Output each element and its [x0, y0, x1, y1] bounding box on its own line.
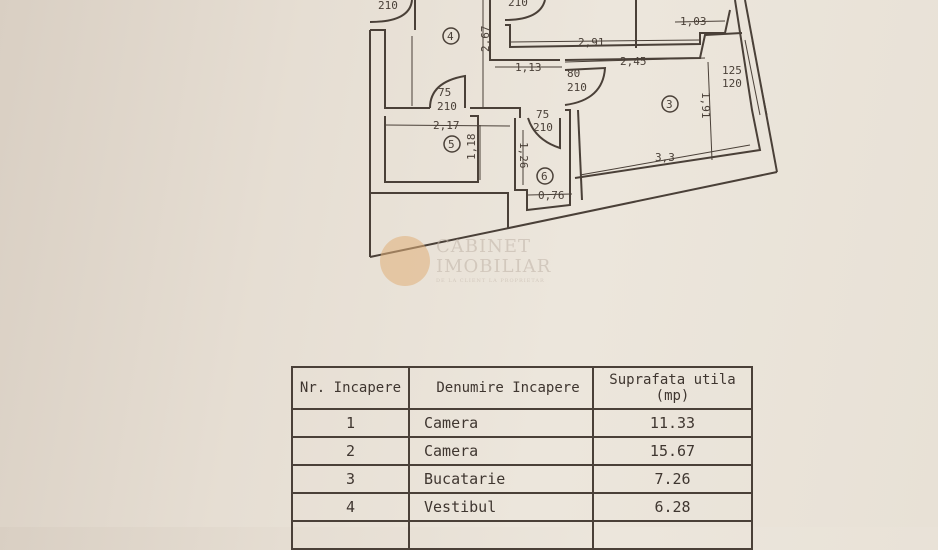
svg-text:75: 75 — [536, 108, 549, 121]
rooms-table: Nr. Incapere Denumire Incapere Suprafata… — [291, 366, 753, 550]
table-row-cut — [291, 520, 753, 550]
cell-area: 11.33 — [592, 408, 753, 438]
svg-text:1,13: 1,13 — [515, 61, 542, 74]
watermark-line3: DE LA CLIENT LA PROPRIETAR — [436, 278, 545, 284]
floor-plan: 210 210 4 2,67 2,91 1,03 1,13 80 210 2,4… — [369, 0, 778, 258]
svg-text:1,18: 1,18 — [465, 134, 478, 161]
svg-text:1,91: 1,91 — [699, 92, 712, 119]
svg-text:1,26: 1,26 — [517, 142, 530, 169]
watermark-line2: IMOBILIAR — [436, 256, 552, 277]
svg-text:2,91: 2,91 — [578, 36, 605, 49]
svg-text:120: 120 — [722, 77, 742, 90]
table-row: 1 Camera 11.33 — [291, 408, 753, 438]
svg-text:210: 210 — [378, 0, 398, 12]
cell-nr: 2 — [291, 436, 410, 466]
svg-text:6: 6 — [541, 170, 548, 183]
svg-text:2,45: 2,45 — [620, 55, 647, 68]
table-row: 4 Vestibul 6.28 — [291, 492, 753, 522]
logo-icon — [380, 236, 430, 286]
svg-text:125: 125 — [722, 64, 742, 77]
cell-nr: 1 — [291, 408, 410, 438]
svg-text:210: 210 — [567, 81, 587, 94]
svg-text:75: 75 — [438, 86, 451, 99]
svg-text:0,76: 0,76 — [538, 189, 565, 202]
svg-text:80: 80 — [567, 67, 580, 80]
walls — [369, 0, 778, 258]
cell-name: Camera — [408, 408, 594, 438]
svg-text:1,03: 1,03 — [680, 15, 707, 28]
cell-area: 6.28 — [592, 492, 753, 522]
svg-text:3,3: 3,3 — [655, 151, 675, 164]
watermark-logo: CABINET IMOBILIAR DE LA CLIENT LA PROPRI… — [380, 236, 551, 286]
plan-labels: 210 210 4 2,67 2,91 1,03 1,13 80 210 2,4… — [378, 0, 742, 202]
svg-text:2,67: 2,67 — [479, 26, 492, 53]
svg-text:210: 210 — [508, 0, 528, 9]
table-header: Nr. Incapere Denumire Incapere Suprafata… — [291, 366, 753, 410]
header-name: Denumire Incapere — [408, 366, 594, 410]
table-row: 3 Bucatarie 7.26 — [291, 464, 753, 494]
header-nr: Nr. Incapere — [291, 366, 410, 410]
svg-text:3: 3 — [666, 98, 673, 111]
svg-text:5: 5 — [448, 138, 455, 151]
cell-name: Bucatarie — [408, 464, 594, 494]
svg-text:210: 210 — [437, 100, 457, 113]
cell-area: 15.67 — [592, 436, 753, 466]
cell-name: Camera — [408, 436, 594, 466]
svg-text:4: 4 — [447, 30, 454, 43]
svg-text:210: 210 — [533, 121, 553, 134]
cell-nr: 3 — [291, 464, 410, 494]
watermark-line1: CABINET — [436, 236, 532, 257]
cell-nr: 4 — [291, 492, 410, 522]
svg-text:2,17: 2,17 — [433, 119, 460, 132]
header-area: Suprafata utila (mp) — [592, 366, 753, 410]
cell-name: Vestibul — [408, 492, 594, 522]
table-row: 2 Camera 15.67 — [291, 436, 753, 466]
cell-area: 7.26 — [592, 464, 753, 494]
dimension-lines — [384, 0, 751, 196]
